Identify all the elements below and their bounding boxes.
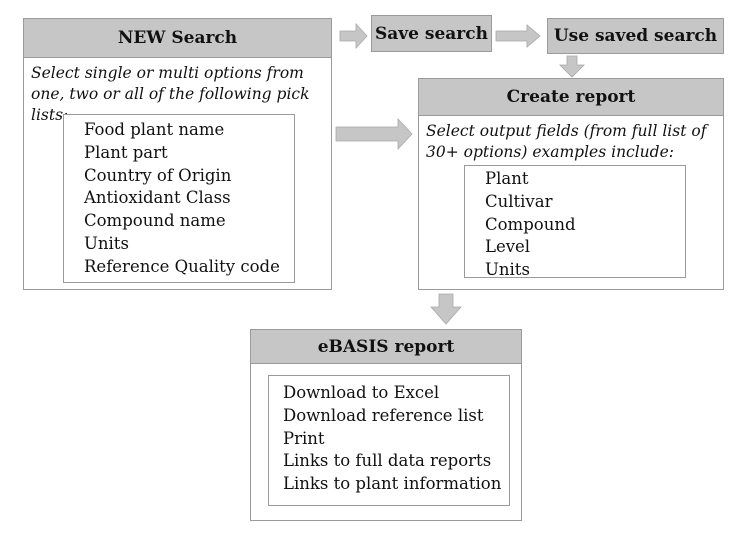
report-option-item: Print	[283, 428, 325, 448]
pick-list-item: Reference Quality code	[84, 256, 280, 276]
pick-list-item: Units	[84, 233, 129, 253]
output-field-item: Plant	[485, 169, 529, 188]
create-report-title: Create report	[418, 78, 724, 116]
report-option-item: Download to Excel	[283, 383, 440, 402]
arrow-right-to-create-report	[335, 117, 413, 151]
pick-list-item: Country of Origin	[84, 165, 232, 185]
arrow-down-to-create-report	[559, 55, 585, 78]
pick-list-item: Food plant name	[84, 120, 225, 139]
new-search-description: Select single or multi options from one,…	[31, 64, 310, 124]
use-saved-search-box: Use saved search	[547, 18, 724, 54]
arrow-right-to-use-saved-search	[495, 24, 541, 48]
arrow-down-to-ebasis-report	[430, 293, 462, 325]
report-option-item: Download reference list	[283, 405, 484, 425]
arrow-right-to-save-search	[339, 22, 368, 50]
output-field-item: Compound	[485, 214, 576, 234]
report-option-item: Links to full data reports	[283, 451, 492, 471]
pick-list-item: Plant part	[84, 142, 168, 162]
output-field-item: Level	[485, 237, 531, 257]
pick-list-item: Antioxidant Class	[84, 188, 231, 208]
create-report-description: Select output fields (from full list of …	[426, 122, 707, 161]
report-option-item: Links to plant information	[283, 474, 502, 494]
new-search-title: NEW Search	[23, 18, 332, 58]
save-search-box: Save search	[371, 15, 492, 52]
output-field-item: Units	[485, 260, 530, 280]
output-field-item: Cultivar	[485, 191, 553, 211]
pick-list-item: Compound name	[84, 211, 226, 231]
ebasis-report-title: eBASIS report	[250, 329, 522, 364]
